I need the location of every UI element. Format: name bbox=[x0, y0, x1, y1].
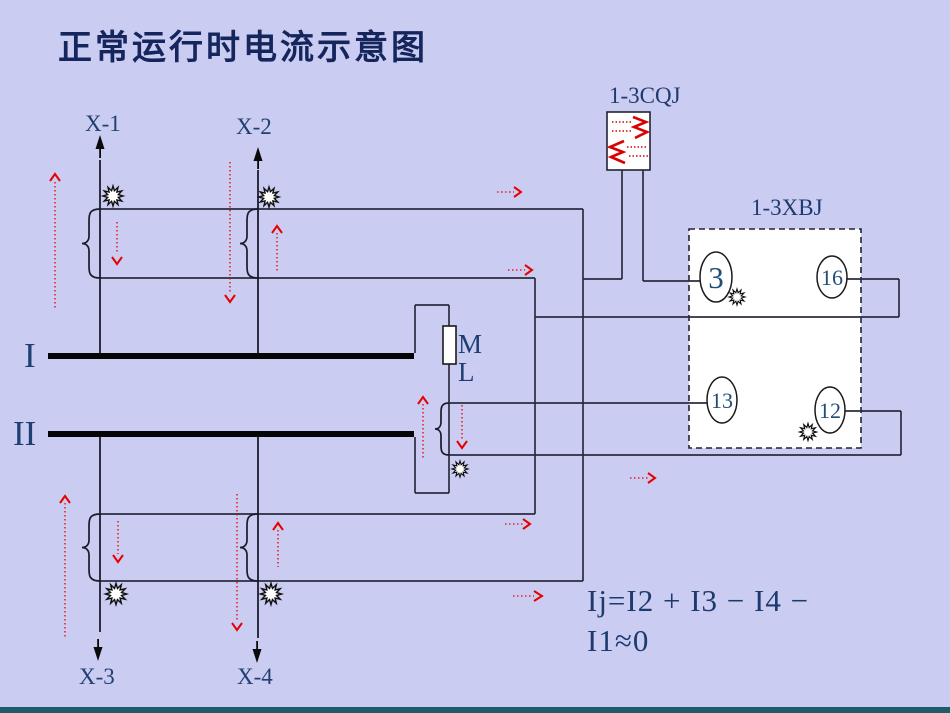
bus-ii-label: II bbox=[13, 414, 37, 453]
cqj-coil-icon bbox=[606, 115, 651, 165]
formula-line-1: Ij=I2 + I3 − I4 − bbox=[587, 583, 810, 618]
terminal-ellipse-12 bbox=[814, 386, 846, 434]
burst-star-icon bbox=[102, 185, 124, 207]
current-arrow-down bbox=[456, 405, 468, 450]
bus-tie-label-m: M bbox=[458, 329, 483, 359]
xbj-relay-label: 1-3XBJ bbox=[751, 195, 823, 220]
feeder-label-x2: X-2 bbox=[236, 114, 272, 139]
secondary-circuit-wires bbox=[100, 170, 902, 582]
feeder-arrow-up-x1 bbox=[95, 135, 105, 158]
ct-winding-braces bbox=[81, 208, 450, 582]
feeder-label-x1: X-1 bbox=[85, 111, 121, 136]
terminal-ellipse-16 bbox=[816, 255, 848, 299]
current-arrow-right bbox=[505, 518, 532, 530]
formula-line-2: I1≈0 bbox=[587, 623, 650, 658]
current-arrow-right bbox=[508, 264, 534, 276]
current-arrow-up bbox=[417, 395, 429, 458]
feeder-arrow-down-x3 bbox=[93, 639, 103, 661]
ct-brace-x1 bbox=[81, 208, 101, 279]
feeder-label-x3: X-3 bbox=[79, 664, 115, 689]
current-arrow-down bbox=[231, 494, 243, 632]
current-arrow-down bbox=[224, 162, 236, 304]
current-flow-arrows bbox=[49, 162, 657, 638]
burst-star-icon bbox=[259, 582, 283, 606]
bus-i-label: I bbox=[24, 336, 36, 375]
feeder-direction-arrows bbox=[93, 135, 263, 663]
bus-tie-label-l: L bbox=[458, 357, 475, 387]
footer-bar bbox=[0, 707, 950, 713]
terminal-3: 3 bbox=[708, 260, 724, 295]
current-arrow-up bbox=[49, 172, 61, 308]
terminal-ellipse-13 bbox=[706, 376, 738, 424]
bus-i-bar bbox=[48, 353, 414, 359]
feeder-label-x4: X-4 bbox=[237, 664, 273, 689]
ct-brace-x2 bbox=[239, 208, 259, 279]
burst-star-icon bbox=[258, 186, 280, 208]
feeder-arrow-up-x2 bbox=[253, 147, 263, 169]
terminal-12: 12 bbox=[819, 398, 841, 423]
bus-tie-element bbox=[442, 325, 457, 365]
current-arrow-up bbox=[272, 521, 284, 567]
ct-brace-x4 bbox=[239, 513, 259, 582]
current-arrow-down bbox=[111, 222, 123, 266]
terminal-ellipse-3 bbox=[699, 251, 733, 303]
current-arrow-up bbox=[59, 494, 71, 638]
current-arrow-right bbox=[513, 590, 544, 602]
burst-star-icon bbox=[451, 460, 469, 478]
burst-star-icon bbox=[104, 582, 128, 606]
current-arrow-right bbox=[630, 472, 657, 484]
terminal-ellipses bbox=[699, 251, 848, 434]
feeder-lines bbox=[99, 160, 259, 638]
terminal-16: 16 bbox=[821, 265, 843, 290]
current-arrow-right bbox=[497, 186, 523, 198]
terminal-13: 13 bbox=[711, 388, 733, 413]
page-title: 正常运行时电流示意图 bbox=[58, 30, 428, 67]
feeder-arrow-down-x4 bbox=[252, 641, 262, 663]
bus-ii-bar bbox=[48, 431, 414, 437]
ct-brace-ml bbox=[434, 402, 450, 456]
current-arrow-down bbox=[112, 521, 124, 564]
cqj-relay-label: 1-3CQJ bbox=[609, 83, 681, 108]
ct-brace-x3 bbox=[81, 513, 101, 582]
current-arrow-up bbox=[271, 224, 283, 272]
